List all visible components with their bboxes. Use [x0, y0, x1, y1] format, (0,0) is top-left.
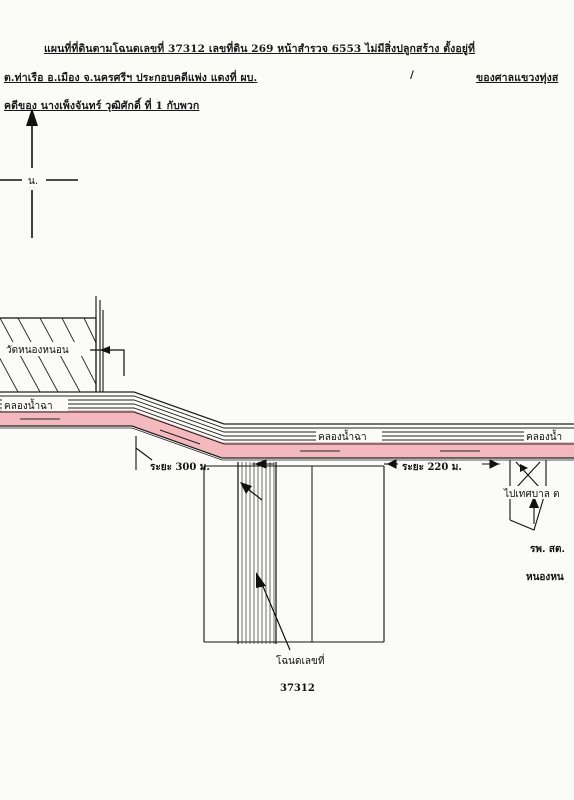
canal-right-label: คลองน้ำ: [526, 429, 562, 443]
canal-band: [0, 410, 574, 458]
deed-plot: [203, 462, 385, 644]
canal-left-label: คลองน้ำฉา: [4, 398, 53, 412]
municipality-label-bg: [502, 486, 574, 499]
header-line-3: คดีของ นางเพ็งจันทร์ วุฒิศักดิ์ ที่ 1 กั…: [4, 100, 200, 112]
distance-left-label: ระยะ 300 ม.: [150, 462, 210, 473]
temple-pointer-icon: [100, 346, 110, 354]
side-road-arrow-icon: [529, 496, 539, 508]
distance-right-dimension: [384, 459, 500, 469]
canal-left-label-bg: [2, 398, 68, 411]
deed-leader-icon: [256, 572, 266, 588]
header-line-2-left: ต.ท่าเรือ อ.เมือง จ.นครศรีฯ ประกอบคดีแพ่…: [4, 72, 258, 84]
deed-arrow-1-icon: [240, 482, 252, 494]
temple-pointer-arrow: [90, 349, 125, 376]
north-arrow-icon: [0, 108, 78, 238]
north-label: น.: [28, 176, 38, 187]
flow-arrows-icon: [20, 418, 480, 452]
temple-label-bg: [4, 342, 88, 356]
distance-right-label: ระยะ 220 ม.: [402, 462, 462, 473]
canal-mid-label-bg: [316, 429, 382, 442]
canal-right-label-bg: [524, 429, 574, 442]
village-label: หนองหน: [526, 572, 564, 583]
header-line-2-slash: /: [410, 69, 414, 81]
side-road-arrow-2-icon: [520, 464, 528, 472]
deed-leader-line: [261, 583, 291, 651]
hospital-label: รพ. สต.: [530, 544, 565, 555]
deed-number: 37312: [280, 683, 315, 694]
canal-mid-label: คลองน้ำฉา: [318, 429, 367, 443]
deed-label: โฉนดเลขที่: [276, 653, 325, 667]
header-line-2-right: ของศาลแขวงทุ่งส: [476, 72, 559, 84]
header-line-1: แผนที่ที่ดินตามโฉนดเลขที่ 37312 เลขที่ดิ…: [44, 43, 476, 55]
temple-label: วัดหนองหนอน: [6, 345, 69, 356]
municipality-label: ไปเทศบาล ต: [503, 488, 560, 500]
